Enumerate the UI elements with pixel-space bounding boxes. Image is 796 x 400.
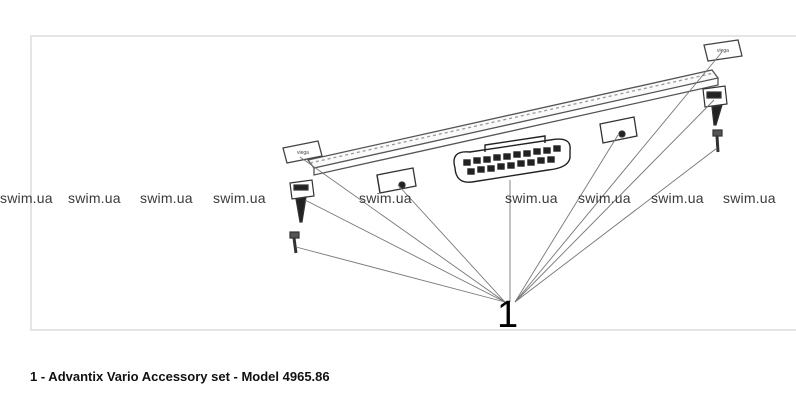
watermark-5: swim.ua	[359, 190, 412, 206]
clip-right	[599, 116, 638, 144]
watermark-9: swim.ua	[723, 190, 776, 206]
mounting-foot-right	[702, 85, 728, 126]
end-cap-left: viega	[282, 140, 323, 164]
drain-grate-body	[453, 135, 571, 183]
watermark-6: swim.ua	[505, 190, 558, 206]
watermark-4: swim.ua	[213, 190, 266, 206]
screw-right	[712, 129, 723, 153]
end-cap-left-label: viega	[297, 150, 309, 156]
end-cap-right: viega	[703, 39, 743, 62]
drain-rail	[306, 69, 720, 176]
part-caption: 1 - Advantix Vario Accessory set - Model…	[30, 369, 330, 384]
callout-number: 1	[497, 294, 519, 336]
leader-lines	[295, 51, 723, 303]
clip-left	[376, 167, 417, 194]
screw-left	[289, 231, 300, 254]
watermark-8: swim.ua	[651, 190, 704, 206]
watermark-2: swim.ua	[68, 190, 121, 206]
diagram-frame	[30, 35, 796, 331]
watermark-3: swim.ua	[140, 190, 193, 206]
mounting-foot-left	[289, 179, 315, 223]
watermark-1: swim.ua	[0, 190, 53, 206]
watermark-7: swim.ua	[578, 190, 631, 206]
end-cap-right-label: viega	[717, 48, 729, 54]
